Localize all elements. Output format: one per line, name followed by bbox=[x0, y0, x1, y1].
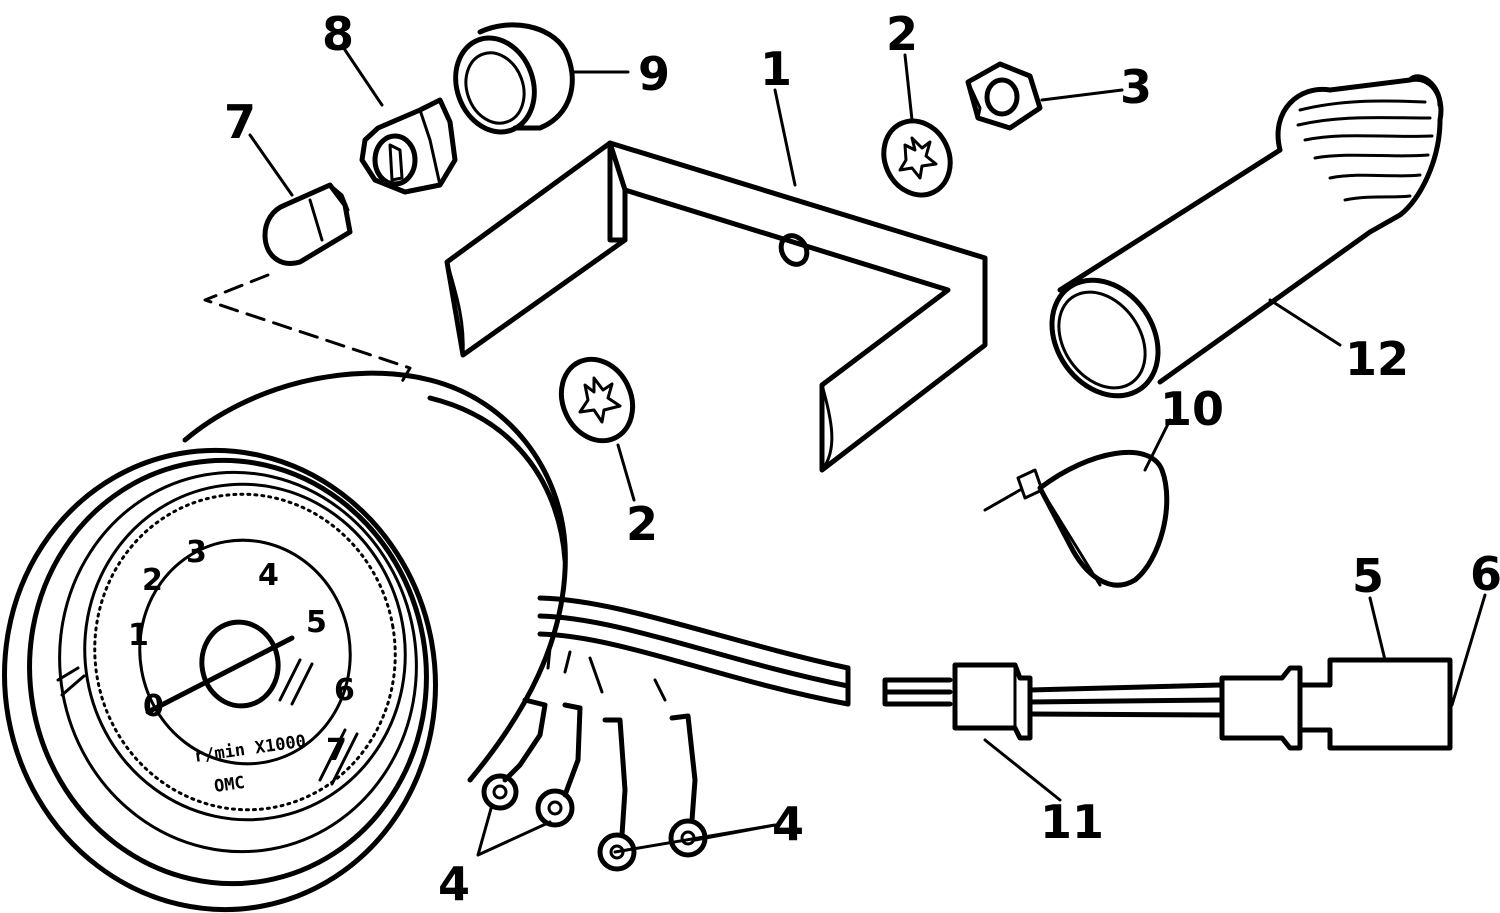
callout-labels: 1 2 2 3 4 4 4 5 6 7 8 9 10 11 12 bbox=[224, 7, 1500, 911]
sender-plug bbox=[1219, 657, 1453, 751]
bracket bbox=[444, 140, 988, 473]
callout-7: 7 bbox=[224, 95, 256, 149]
dial-number-5: 5 bbox=[306, 605, 327, 640]
callout-3: 3 bbox=[1120, 60, 1152, 114]
boot-tube bbox=[1049, 74, 1444, 399]
dial-number-4: 4 bbox=[258, 558, 279, 593]
callout-1: 1 bbox=[760, 42, 792, 96]
callout-6: 6 bbox=[1470, 547, 1500, 601]
callout-10: 10 bbox=[1160, 382, 1224, 436]
callout-2-upper: 2 bbox=[886, 7, 918, 61]
callout-9: 9 bbox=[638, 47, 670, 101]
ring-terminal-1 bbox=[481, 697, 548, 811]
ring-terminal-3 bbox=[597, 717, 637, 872]
wire-harness bbox=[537, 595, 953, 707]
dial-number-6: 6 bbox=[334, 673, 355, 708]
lens-cap bbox=[453, 22, 575, 135]
dial-unit-label: r/min X1000 bbox=[193, 731, 307, 766]
callout-8: 8 bbox=[322, 7, 354, 61]
dial-number-3: 3 bbox=[186, 535, 207, 570]
tachometer-gauge bbox=[2, 370, 568, 913]
star-washer-lower bbox=[558, 356, 636, 444]
bulb-socket bbox=[359, 97, 458, 195]
bulb bbox=[262, 182, 353, 266]
callout-11: 11 bbox=[1040, 795, 1104, 849]
ring-terminal-2 bbox=[535, 702, 583, 828]
dial-number-7: 7 bbox=[326, 733, 347, 768]
bulb-leader-dashed bbox=[203, 273, 412, 387]
hex-nut bbox=[965, 61, 1043, 131]
callout-4-left: 4 bbox=[438, 857, 470, 911]
callout-4-right: 4 bbox=[772, 797, 804, 851]
dial-brand-label: OMC bbox=[213, 773, 246, 797]
callout-2-lower: 2 bbox=[626, 497, 658, 551]
inline-connector bbox=[952, 662, 1223, 741]
ring-terminal-4 bbox=[668, 713, 708, 858]
dial-number-0: 0 bbox=[143, 689, 164, 724]
dial-number-2: 2 bbox=[142, 563, 163, 598]
leader-lines bbox=[248, 48, 1487, 857]
callout-5: 5 bbox=[1352, 549, 1384, 603]
callout-12: 12 bbox=[1345, 332, 1409, 386]
cable-tie bbox=[983, 449, 1170, 588]
star-washer-upper bbox=[881, 118, 953, 198]
dial-number-1: 1 bbox=[128, 618, 149, 653]
